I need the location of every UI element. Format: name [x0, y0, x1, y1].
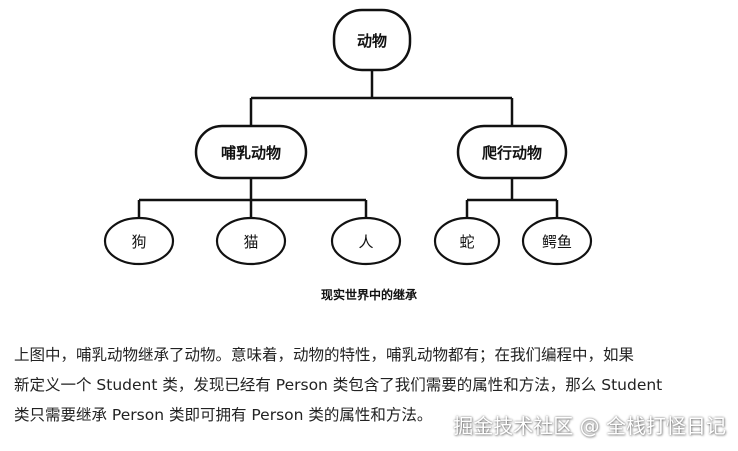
node-human-label: 人	[358, 233, 373, 251]
watermark: 掘金技术社区 @ 全栈打怪日记	[453, 414, 726, 438]
inheritance-diagram: 动物 哺乳动物 爬行动物 狗 猫 人 蛇 鳄鱼	[103, 8, 593, 266]
node-mammal-label: 哺乳动物	[221, 144, 281, 162]
paragraph-line-1: 上图中，哺乳动物继承了动物。意味着，动物的特性，哺乳动物都有；在我们编程中，如果	[14, 346, 635, 364]
diagram-edges	[137, 70, 559, 218]
node-mammal: 哺乳动物	[194, 124, 308, 180]
node-cat: 猫	[215, 216, 287, 266]
paragraph-line-2: 新定义一个 Student 类，发现已经有 Person 类包含了我们需要的属性…	[14, 376, 663, 394]
node-snake-label: 蛇	[459, 233, 474, 251]
node-dog-label: 狗	[131, 233, 146, 251]
node-reptile: 爬行动物	[456, 124, 568, 180]
body-paragraph: 上图中，哺乳动物继承了动物。意味着，动物的特性，哺乳动物都有；在我们编程中，如果…	[14, 340, 729, 430]
node-root: 动物	[332, 8, 412, 72]
node-cat-label: 猫	[243, 233, 258, 251]
node-human: 人	[330, 216, 402, 266]
node-snake: 蛇	[433, 216, 501, 266]
node-crocodile: 鳄鱼	[521, 216, 593, 266]
paragraph-line-3: 类只需要继承 Person 类即可拥有 Person 类的属性和方法。	[14, 406, 433, 424]
diagram-caption: 现实世界中的继承	[320, 288, 417, 302]
node-reptile-label: 爬行动物	[481, 144, 542, 162]
node-root-label: 动物	[357, 32, 387, 50]
node-crocodile-label: 鳄鱼	[542, 233, 572, 251]
node-dog: 狗	[103, 216, 175, 266]
